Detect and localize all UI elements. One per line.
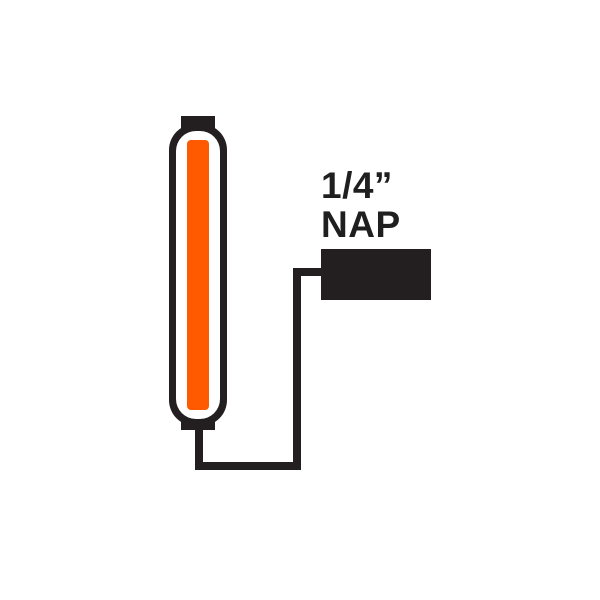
nap-size-word: NAP (321, 204, 401, 245)
roller-handle (321, 249, 431, 300)
roller-frame-wire (195, 268, 323, 470)
nap-size-value: 1/4” (321, 165, 393, 206)
roller-cover (187, 140, 209, 410)
nap-size-label: 1/4” NAP (321, 166, 401, 244)
